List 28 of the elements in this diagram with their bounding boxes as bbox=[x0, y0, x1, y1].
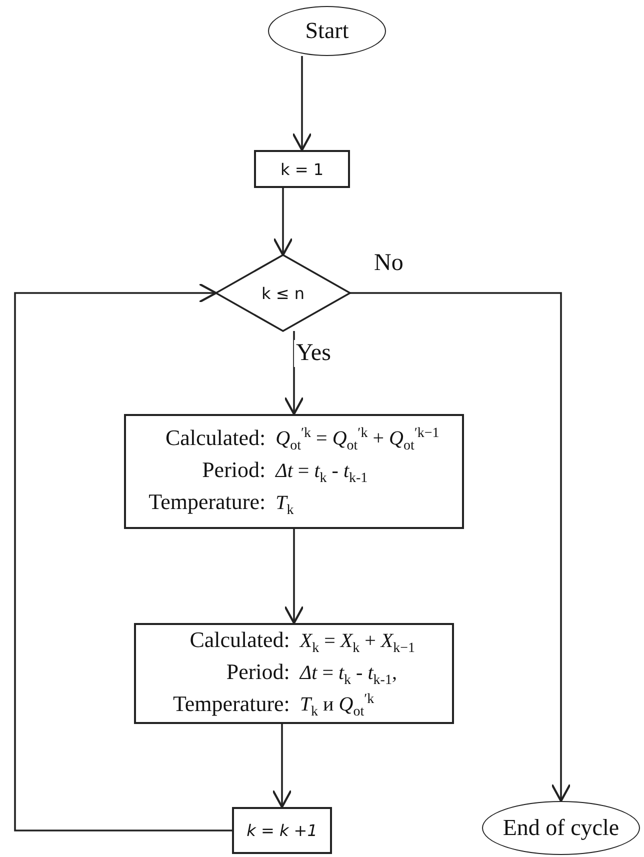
field-label: Temperature: bbox=[172, 690, 290, 716]
formula-text: X$_{k}$ = X$_{k}$ + X$_{k−1}$ bbox=[300, 630, 416, 656]
process-box bbox=[232, 807, 332, 854]
field-label: Calculated: bbox=[164, 424, 266, 450]
edge-label: Yes bbox=[294, 340, 333, 367]
decision-diamond bbox=[216, 255, 350, 331]
process-box bbox=[134, 623, 454, 724]
arrow bbox=[284, 529, 304, 624]
formula-text: T$_{k}$ bbox=[276, 492, 295, 518]
arrow bbox=[272, 724, 292, 808]
assignment-text: k = 1 bbox=[280, 160, 324, 178]
arrow bbox=[272, 188, 294, 256]
arrow bbox=[350, 292, 572, 802]
formula-text: Δt = t$_{k}$ - t$_{k-1}$, bbox=[300, 662, 398, 688]
formula-text: Δt = t$_{k}$ - t$_{k-1}$ bbox=[276, 460, 369, 486]
field-label: Period: bbox=[201, 456, 266, 482]
field-label: Calculated: bbox=[188, 626, 290, 652]
field-label: Period: bbox=[225, 658, 290, 684]
arrow bbox=[14, 282, 232, 832]
assignment-text: k = k +1 bbox=[246, 821, 318, 840]
arrow bbox=[292, 56, 312, 152]
process-box bbox=[254, 150, 350, 188]
terminator-text: End of cycle bbox=[502, 815, 620, 841]
field-label: Temperature: bbox=[148, 488, 266, 514]
condition-text: k ≤ n bbox=[262, 284, 304, 302]
terminator-text: Start bbox=[305, 18, 349, 44]
process-box bbox=[124, 414, 464, 529]
arrow bbox=[284, 331, 304, 416]
